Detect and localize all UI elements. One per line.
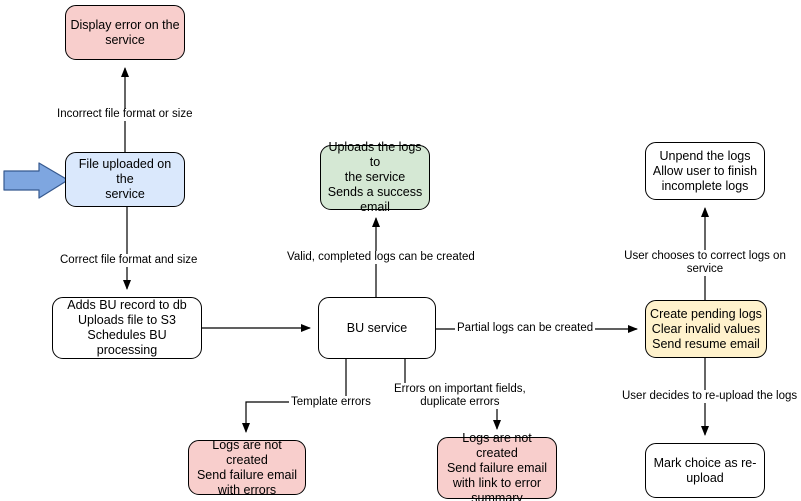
edge-label-user-corrects-logs: User chooses to correct logs on service	[609, 250, 801, 276]
input-block-arrow	[3, 162, 69, 199]
node-label: Mark choice as re- upload	[653, 455, 757, 485]
edge-label-valid-completed: Valid, completed logs can be created	[285, 251, 477, 264]
node-bu-service[interactable]: BU service	[318, 297, 436, 359]
node-file-uploaded[interactable]: File uploaded on the service	[65, 152, 185, 207]
node-label: BU service	[346, 320, 408, 335]
edge-label-partial-logs: Partial logs can be created	[455, 322, 596, 335]
node-create-pending-logs[interactable]: Create pending logs Clear invalid values…	[645, 300, 767, 358]
node-adds-bu-record[interactable]: Adds BU record to db Uploads file to S3 …	[52, 297, 202, 359]
edge-label-errors-important-fields: Errors on important fields, duplicate er…	[392, 383, 528, 409]
edge-label-user-reupload: User decides to re-upload the logs	[620, 390, 800, 403]
node-label: File uploaded on the service	[78, 157, 172, 201]
node-label: Display error on the service	[70, 17, 180, 47]
edge-label-correct-format: Correct file format and size	[58, 254, 200, 267]
node-label: Adds BU record to db Uploads file to S3 …	[67, 298, 187, 357]
edge-label-template-errors: Template errors	[289, 396, 373, 409]
node-label: Unpend the logs Allow user to finish inc…	[652, 148, 758, 193]
node-label: Create pending logs Clear invalid values…	[650, 306, 762, 351]
node-label: Logs are not created Send failure email …	[196, 437, 298, 497]
edge-label-incorrect-format: Incorrect file format or size	[55, 108, 195, 121]
node-mark-choice-reupload[interactable]: Mark choice as re- upload	[645, 443, 765, 498]
node-label: Logs are not created Send failure email …	[446, 430, 548, 501]
node-label: Uploads the logs to the service Sends a …	[327, 140, 423, 214]
node-logs-not-created-template[interactable]: Logs are not created Send failure email …	[188, 437, 306, 497]
node-logs-not-created-summary[interactable]: Logs are not created Send failure email …	[437, 431, 557, 501]
node-unpend-logs[interactable]: Unpend the logs Allow user to finish inc…	[645, 142, 765, 200]
node-display-error[interactable]: Display error on the service	[65, 5, 185, 60]
node-uploads-logs[interactable]: Uploads the logs to the service Sends a …	[320, 140, 430, 214]
